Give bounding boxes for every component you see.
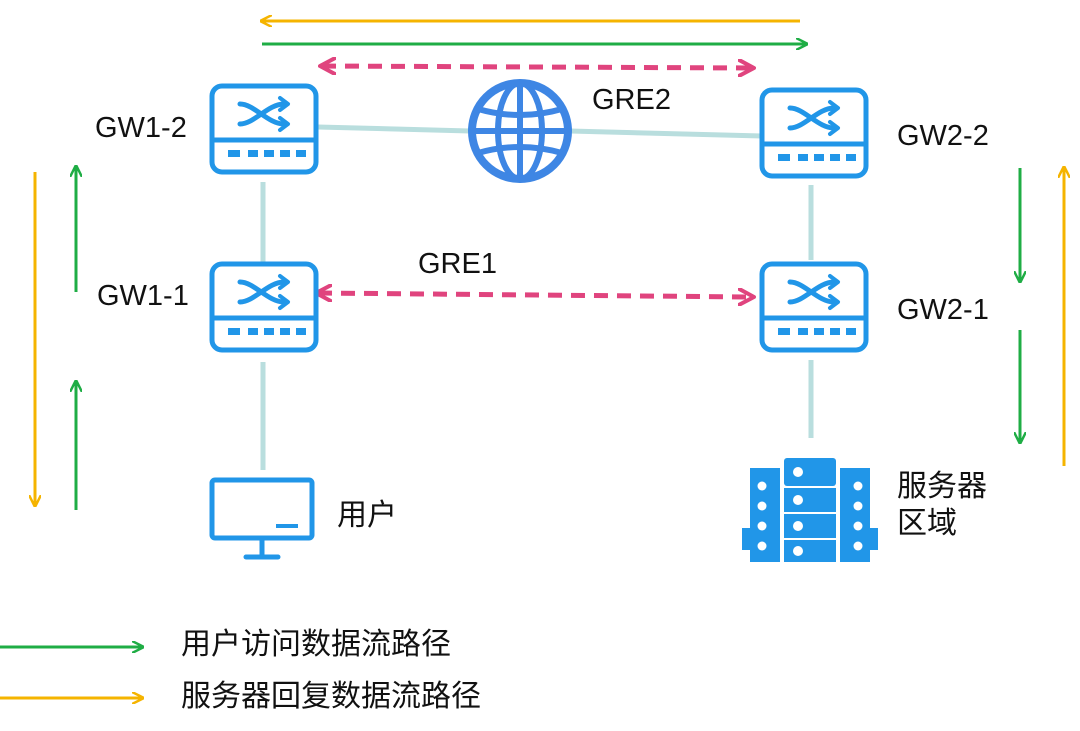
gw2-1-label: GW2-1 — [897, 294, 989, 326]
globe-icon — [468, 79, 572, 183]
server-rack-icon — [742, 458, 878, 562]
monitor-icon — [209, 477, 315, 560]
gre2-tunnel-arrow — [322, 66, 752, 68]
gw1-1-label: GW1-1 — [97, 280, 189, 312]
user-label: 用户 — [337, 498, 397, 533]
gw2-2-label: GW2-2 — [897, 120, 989, 152]
gre2-label: GRE2 — [592, 84, 671, 116]
link-gw1-2-to-internet — [317, 124, 471, 134]
server-zone-label-line1: 服务器 — [897, 469, 987, 504]
switch-icon — [762, 264, 866, 350]
server-zone-label-line2: 区域 — [897, 506, 957, 541]
gre1-tunnel-arrow — [318, 293, 752, 297]
link-internet-to-gw2-2 — [569, 128, 763, 139]
links — [260, 124, 814, 470]
switch-icon — [762, 90, 866, 176]
gre1-label: GRE1 — [418, 248, 497, 280]
legend-server-path-label: 服务器回复数据流路径 — [181, 679, 481, 714]
switch-icon — [212, 264, 316, 350]
legend-user-path-label: 用户访问数据流路径 — [181, 627, 451, 662]
switch-icon — [212, 86, 316, 172]
gw1-2-label: GW1-2 — [95, 112, 187, 144]
